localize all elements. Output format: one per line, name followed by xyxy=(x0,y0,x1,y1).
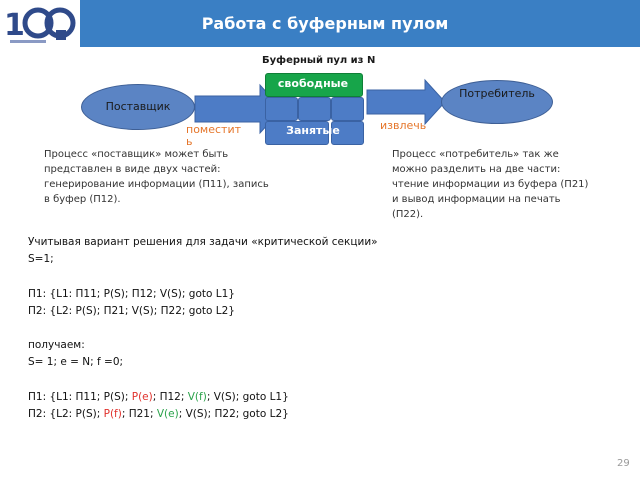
p2-second-part2: ; П21; xyxy=(121,407,157,420)
consumer-description: Процесс «потребитель» так же можно разде… xyxy=(392,149,589,220)
main-text: Учитывая вариант решения для задачи «кри… xyxy=(28,234,588,423)
get-arrow xyxy=(366,78,446,126)
p2-first-line: П2: {L2: P(S); П21; V(S); П22; goto L2} xyxy=(28,304,235,317)
consumer-node: Потребитель xyxy=(441,80,553,124)
put-label: поместить xyxy=(186,123,241,148)
blank-line xyxy=(28,268,588,285)
buffer-cell xyxy=(265,97,298,121)
get-label: извлечь xyxy=(380,119,427,132)
consumer-label: Потребитель xyxy=(459,87,535,100)
s-init-line: S=1; xyxy=(28,253,54,266)
p2-pf: P(f) xyxy=(103,407,122,420)
init2-line: S= 1; e = N; f =0; xyxy=(28,356,124,369)
p2-second-part3: ; V(S); П22; goto L2} xyxy=(178,407,289,420)
p1-second-part3: ; V(S); goto L1} xyxy=(206,390,289,403)
blank-line xyxy=(28,320,588,337)
p2-second-part1: П2: {L2: P(S); xyxy=(28,407,104,420)
pool-title: Буферный пул из N xyxy=(262,55,376,66)
blank-line xyxy=(28,372,588,389)
p2-ve: V(e) xyxy=(156,407,179,420)
buffer-cell xyxy=(331,97,364,121)
p1-second-line: П1: {L1: П11; P(S); P(e); П12; V(f); V(S… xyxy=(28,389,588,406)
p1-second-part2: ; П12; xyxy=(152,390,188,403)
free-cells-label: свободные xyxy=(277,77,349,90)
result-label: получаем: xyxy=(28,339,85,352)
anniversary-logo: 1 xyxy=(0,0,80,47)
p2-second-line: П2: {L2: P(S); P(f); П21; V(e); V(S); П2… xyxy=(28,406,588,423)
buffer-cell xyxy=(331,121,364,145)
header-bar: 1 Работа с буферным пулом xyxy=(0,0,640,47)
supplier-label: Поставщик xyxy=(105,100,171,113)
supplier-description: Процесс «поставщик» может быть представл… xyxy=(44,149,269,205)
p1-second-part1: П1: {L1: П11; P(S); xyxy=(28,390,132,403)
buffer-cell-busy xyxy=(265,121,329,145)
p1-pe: P(e) xyxy=(131,390,153,403)
supplier-node: Поставщик xyxy=(81,84,195,130)
busy-cells-label: Занятые xyxy=(286,124,340,137)
p1-first-line: П1: {L1: П11; P(S); П12; V(S); goto L1} xyxy=(28,287,235,300)
buffer-cell xyxy=(298,97,331,121)
intro-line: Учитывая вариант решения для задачи «кри… xyxy=(28,236,378,248)
svg-text:1: 1 xyxy=(4,8,25,43)
buffer-cell-free xyxy=(265,73,363,97)
p1-vf: V(f) xyxy=(187,390,207,403)
page-title: Работа с буферным пулом xyxy=(201,14,449,33)
page-number: 29 xyxy=(617,458,630,469)
